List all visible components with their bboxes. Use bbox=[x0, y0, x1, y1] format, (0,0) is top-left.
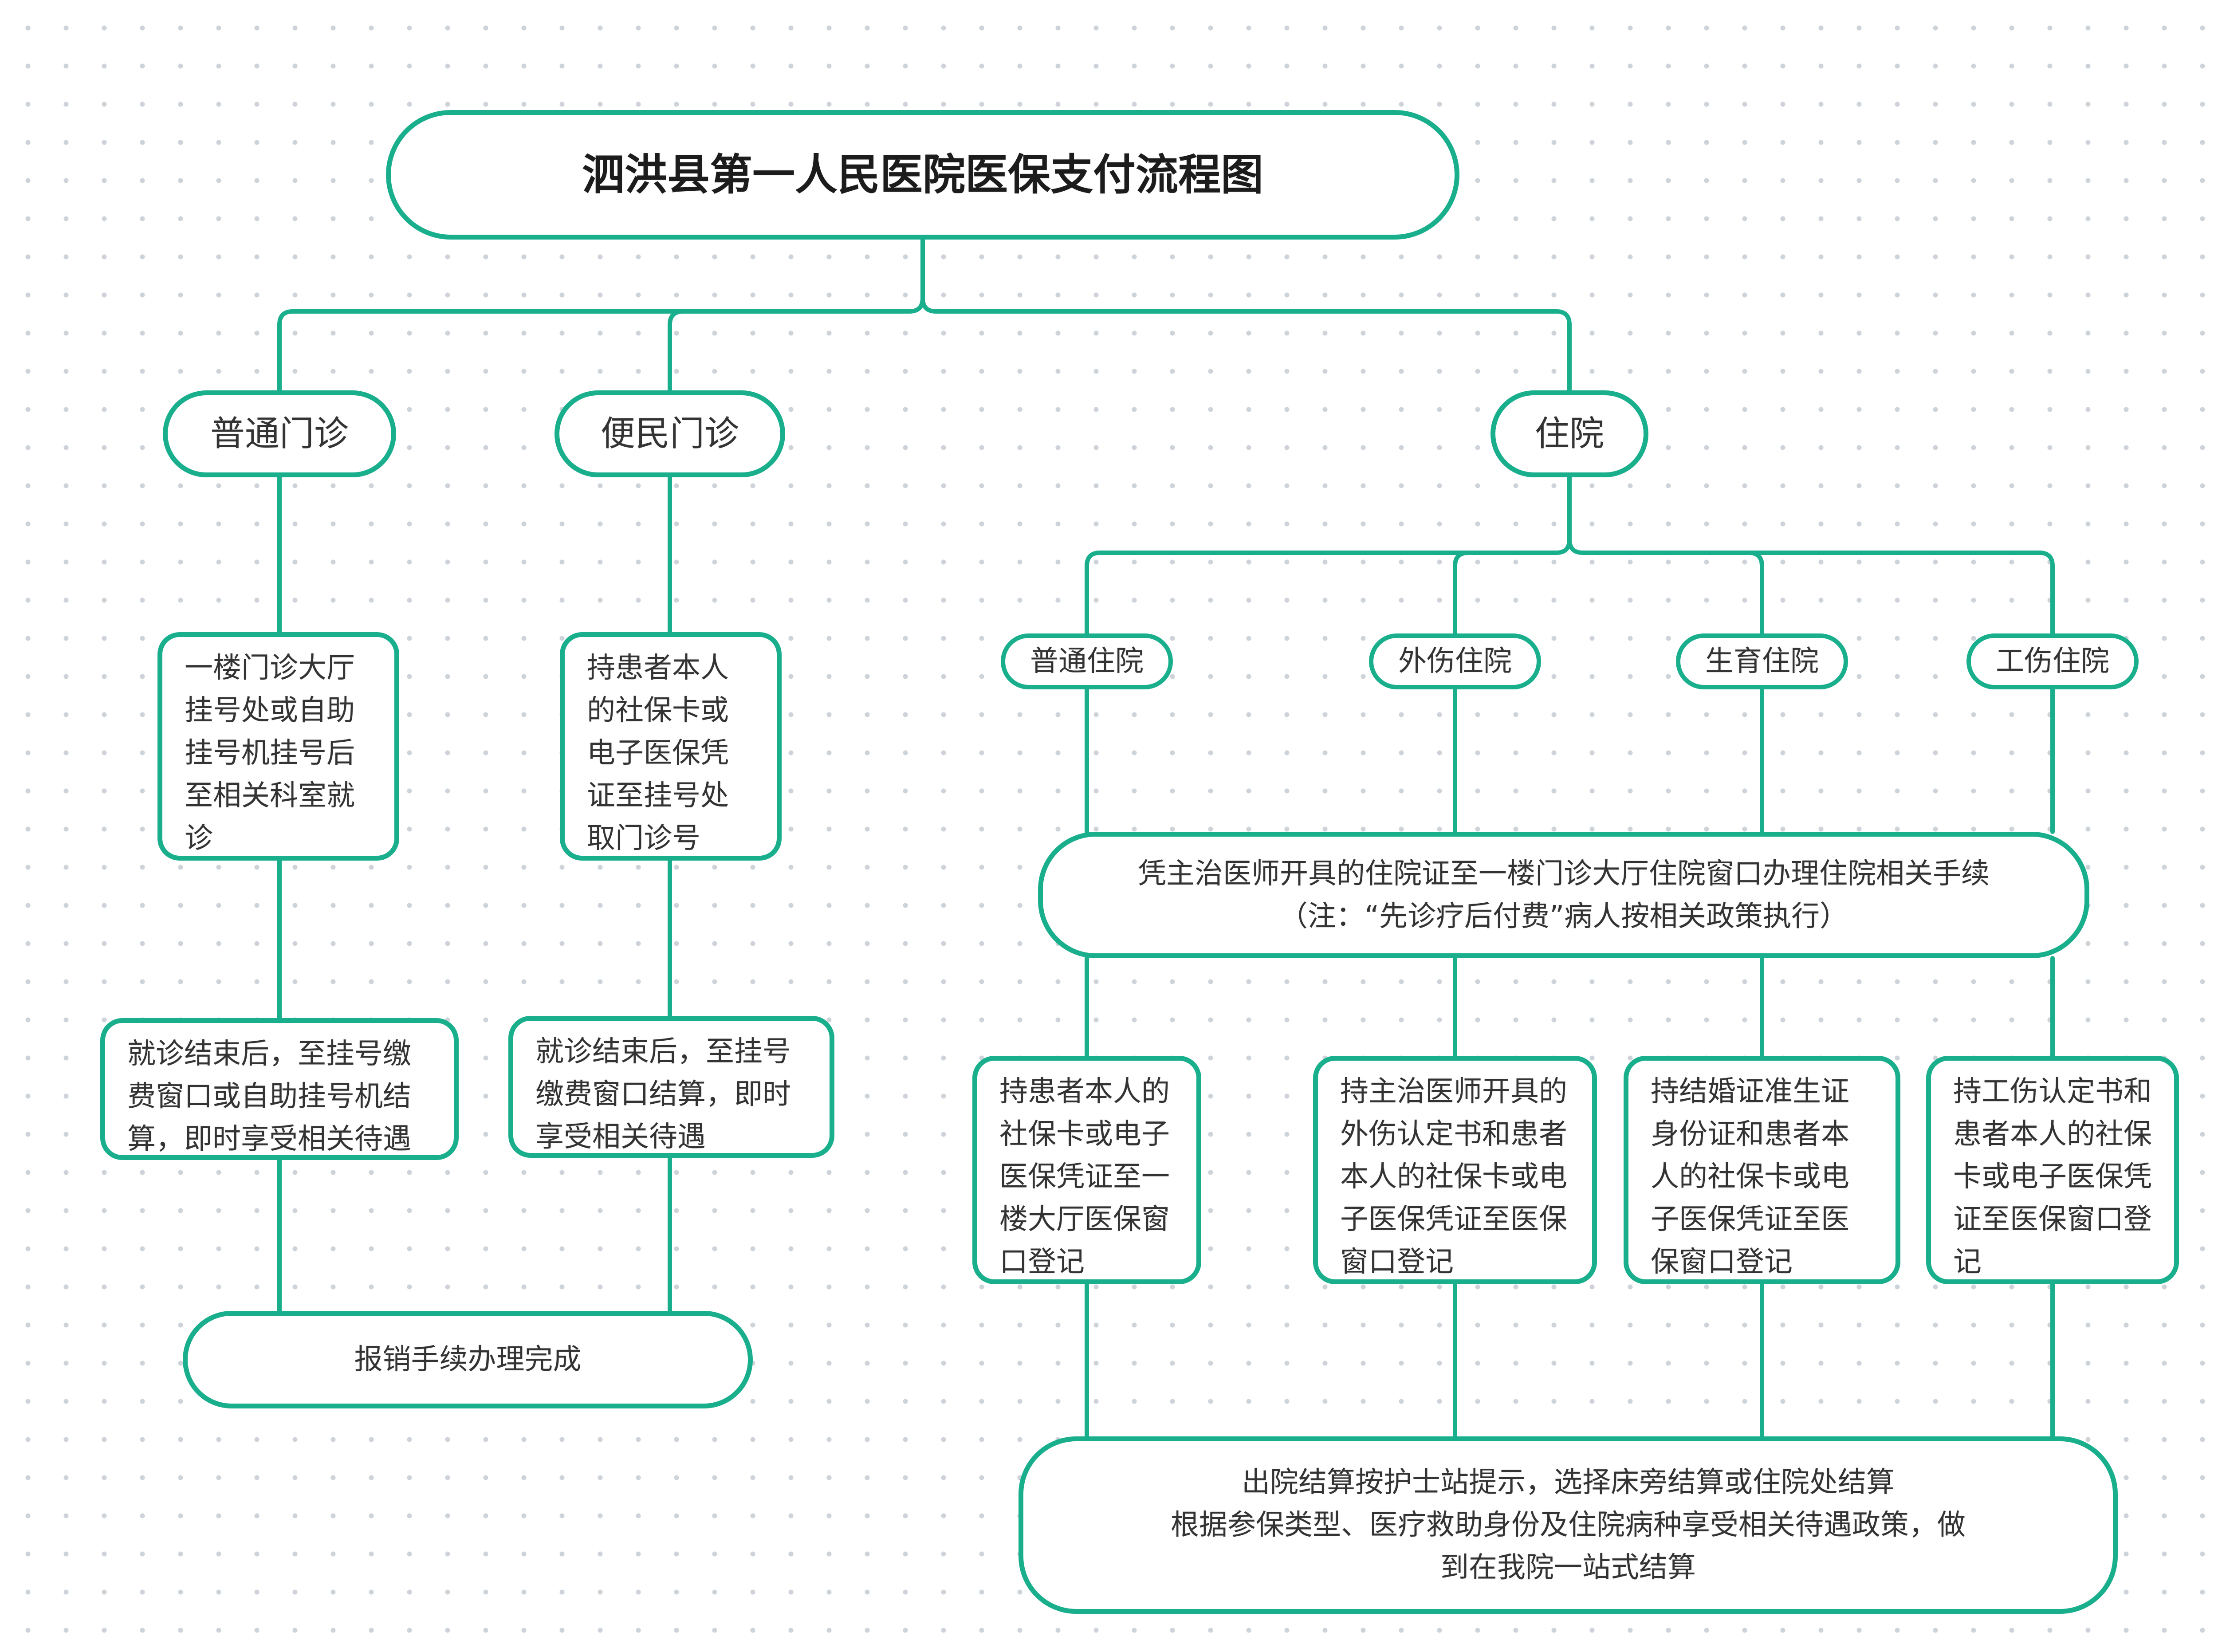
branch-zhuyuan: 住院 bbox=[1490, 390, 1648, 477]
zhuyuan-type-putong: 普通住院 bbox=[1001, 633, 1173, 689]
branch-bianmin-menzhen: 便民门诊 bbox=[554, 390, 785, 477]
zhuyuan-type-shengyu: 生育住院 bbox=[1676, 633, 1848, 689]
reimbursement-complete: 报销手续办理完成 bbox=[183, 1311, 753, 1408]
page-title-text: 泗洪县第一人民医院医保支付流程图 bbox=[582, 150, 1263, 200]
connector-admission-to-registration bbox=[1085, 956, 2055, 1058]
admission-procedure: 凭主治医师开具的住院证至一楼门诊大厅住院窗口办理住院相关手续 （注：“先诊疗后付… bbox=[1038, 832, 2089, 958]
discharge-settlement: 出院结算按护士站提示，选择床旁结算或住院处结算 根据参保类型、医疗救助身份及住院… bbox=[1019, 1436, 2118, 1614]
connector-types-to-admission bbox=[1085, 687, 2055, 834]
bianmin-menzhen-step-register: 持患者本人的社保卡或电子医保凭证至挂号处取门诊号 bbox=[560, 632, 782, 861]
registration-putong: 持患者本人的社保卡或电子医保凭证至一楼大厅医保窗口登记 bbox=[972, 1056, 1201, 1284]
putong-menzhen-step-register: 一楼门诊大厅挂号处或自助挂号机挂号后至相关科室就诊 bbox=[157, 632, 399, 861]
zhuyuan-type-waishang: 外伤住院 bbox=[1369, 633, 1541, 689]
registration-shengyu: 持结婚证准生证身份证和患者本人的社保卡或电子医保凭证至医保窗口登记 bbox=[1624, 1056, 1900, 1284]
putong-menzhen-step-settle: 就诊结束后，至挂号缴费窗口或自助挂号机结算，即时享受相关待遇 bbox=[100, 1018, 459, 1160]
registration-waishang: 持主治医师开具的外伤认定书和患者本人的社保卡或电子医保凭证至医保窗口登记 bbox=[1313, 1056, 1597, 1284]
connector-title-to-categories bbox=[277, 237, 1572, 393]
registration-gongshang: 持工伤认定书和患者本人的社保卡或电子医保凭证至医保窗口登记 bbox=[1926, 1056, 2179, 1284]
page-title: 泗洪县第一人民医院医保支付流程图 bbox=[386, 110, 1459, 240]
connector-zhuyuan-to-types bbox=[1085, 475, 2055, 636]
bianmin-menzhen-step-settle: 就诊结束后，至挂号缴费窗口结算，即时享受相关待遇 bbox=[508, 1016, 834, 1158]
branch-putong-menzhen: 普通门诊 bbox=[163, 390, 396, 477]
connector-registration-to-discharge bbox=[1085, 1282, 2055, 1439]
zhuyuan-type-gongshang: 工伤住院 bbox=[1966, 633, 2139, 689]
